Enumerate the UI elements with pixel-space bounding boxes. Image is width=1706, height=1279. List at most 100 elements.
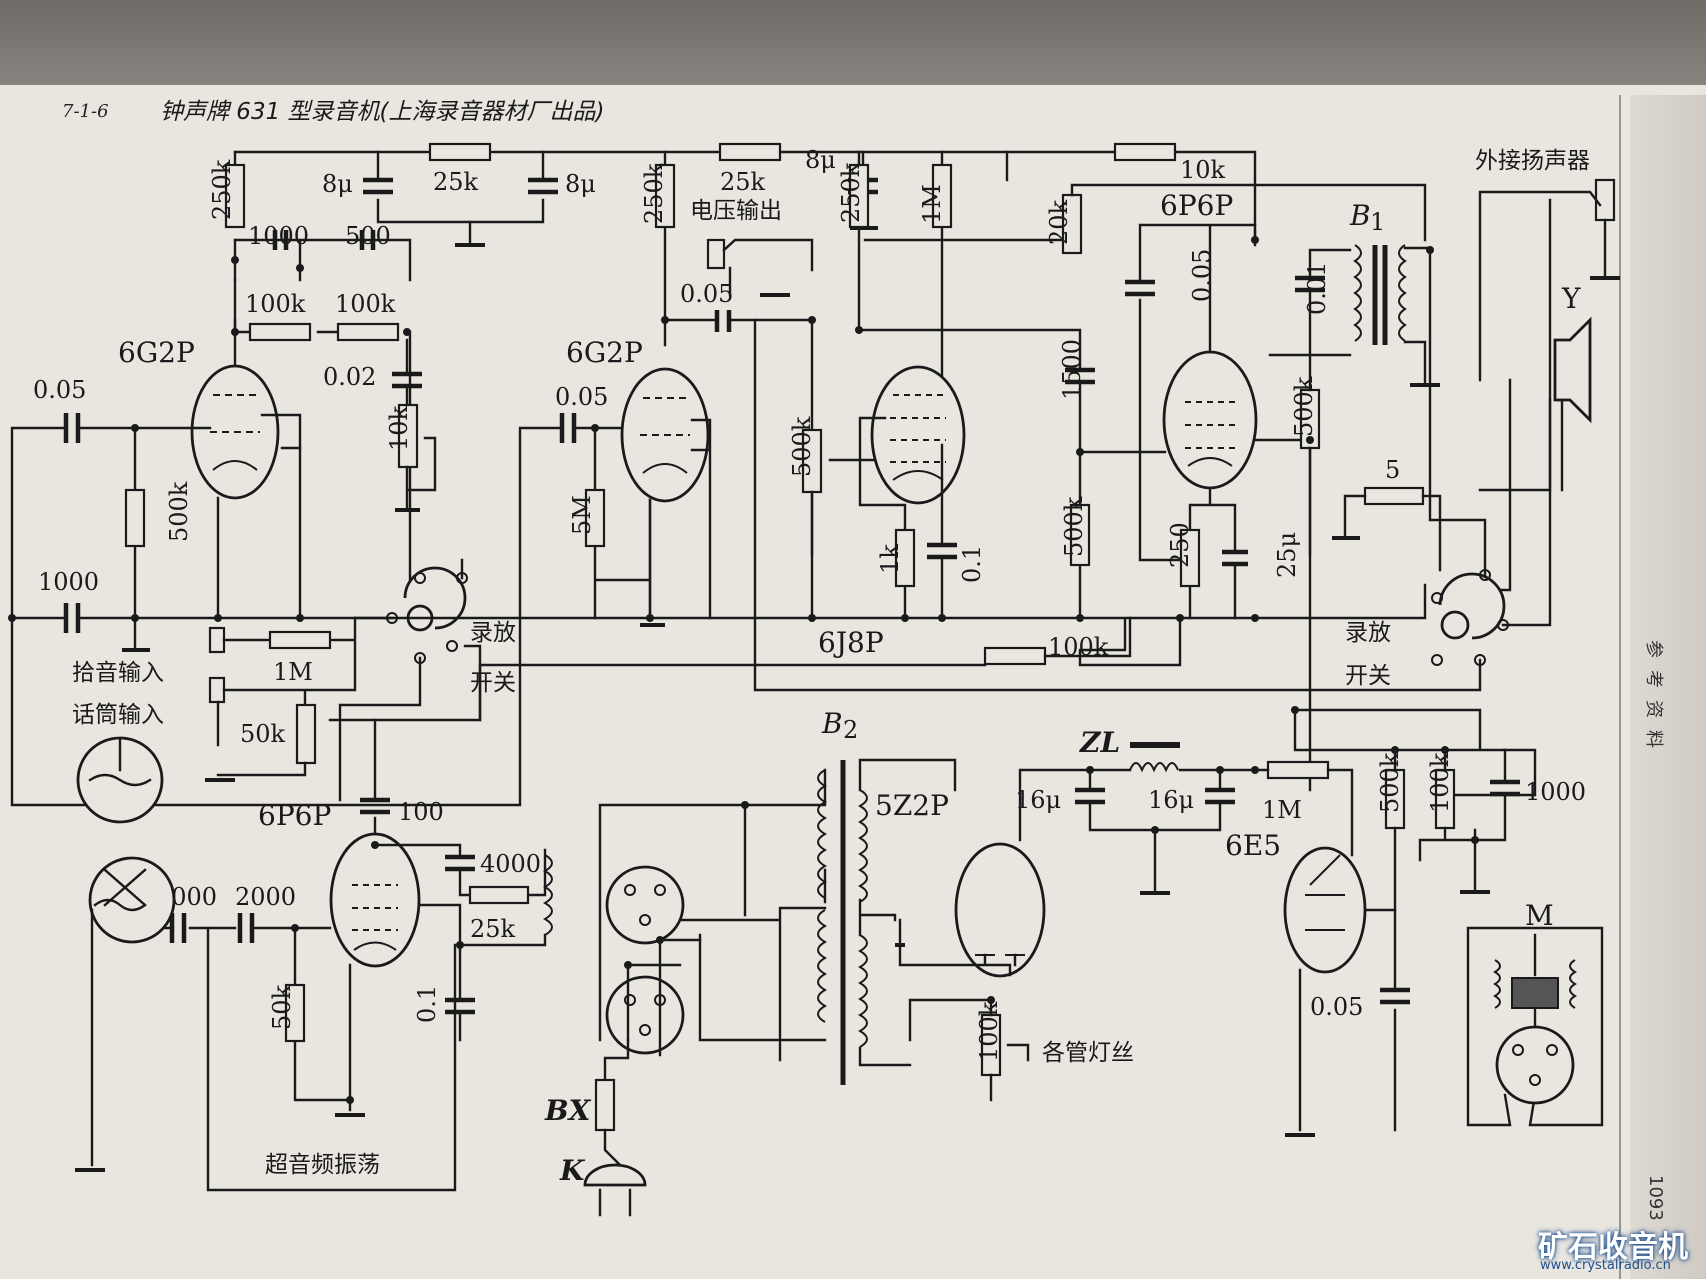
junction-dots bbox=[8, 236, 1479, 1104]
label-tube-6p6p-out: 6P6P bbox=[1160, 189, 1233, 222]
resistor-5m bbox=[584, 488, 606, 548]
page-number: 1093 bbox=[1645, 1175, 1666, 1221]
resistor-1m-c bbox=[1266, 760, 1330, 780]
jack-voltage-out bbox=[706, 238, 726, 270]
tube-6j8p bbox=[870, 365, 966, 505]
socket-bottom bbox=[605, 975, 685, 1055]
cap-4000 bbox=[445, 854, 475, 872]
label-5: 5 bbox=[1385, 456, 1400, 484]
label-1000-c: 1000 bbox=[1525, 778, 1586, 806]
cap-005-d bbox=[1125, 279, 1155, 297]
label-16u-b: 16μ bbox=[1148, 786, 1194, 814]
resistor-250k-a bbox=[224, 163, 246, 229]
resistor-25k-osc bbox=[468, 885, 530, 905]
label-1000-b: 1000 bbox=[38, 568, 99, 596]
label-rec-play-right: 录放 bbox=[1345, 620, 1391, 646]
cap-8u-left bbox=[363, 177, 393, 195]
label-25k-b: 25k bbox=[720, 168, 766, 196]
cap-1000-a bbox=[272, 230, 289, 250]
label-10k-top: 10k bbox=[1180, 156, 1226, 184]
resistor-1m-b bbox=[931, 163, 953, 229]
resistor-100k-c bbox=[983, 646, 1047, 666]
erase-head bbox=[88, 856, 176, 944]
side-text: 参考资料 bbox=[1643, 640, 1664, 760]
cap-005-b bbox=[714, 310, 732, 332]
label-500k-e: 500k bbox=[1376, 752, 1404, 813]
label-1m-b: 1M bbox=[918, 184, 946, 224]
label-25k-top: 25k bbox=[433, 168, 479, 196]
cap-005-in bbox=[63, 413, 81, 443]
resistor-500k-c bbox=[1069, 503, 1091, 567]
transformer-b1 bbox=[1353, 244, 1407, 345]
label-rec-play-left: 录放 bbox=[470, 620, 516, 646]
label-100k-d: 100k bbox=[1426, 752, 1454, 813]
resistor-50k-b bbox=[284, 983, 306, 1043]
label-250: 250 bbox=[1166, 522, 1194, 568]
cap-16u-b bbox=[1205, 787, 1235, 805]
label-1m-a: 1M bbox=[273, 658, 313, 686]
motor-rotor bbox=[1511, 977, 1559, 1009]
cap-002 bbox=[392, 371, 422, 389]
transformer-b2 bbox=[817, 760, 868, 1085]
resistor-1m-a bbox=[268, 630, 332, 650]
label-1000-a: 1000 bbox=[248, 222, 309, 250]
label-50k-a: 50k bbox=[240, 720, 286, 748]
resistor-250k-c bbox=[848, 163, 870, 229]
motor-socket bbox=[1495, 1025, 1575, 1105]
resistor-100k-a bbox=[248, 322, 312, 342]
label-8u-mid: 8μ bbox=[805, 146, 836, 174]
watermark-name: 矿石收音机 bbox=[1538, 1230, 1688, 1265]
label-005-c: 0.05 bbox=[555, 383, 608, 411]
label-1k: 1k bbox=[876, 544, 904, 574]
jack-pickup bbox=[208, 626, 226, 654]
label-1500: 1500 bbox=[1058, 339, 1086, 400]
jack-mic bbox=[208, 676, 226, 704]
label-m: M bbox=[1525, 899, 1554, 932]
resistor-250k-b bbox=[654, 163, 676, 229]
label-100k-fil: 100k bbox=[975, 1001, 1003, 1062]
label-zl: ZL bbox=[1079, 726, 1120, 759]
cap-2000-a bbox=[169, 913, 187, 943]
label-tube-6p6p-osc: 6P6P bbox=[258, 799, 331, 832]
label-tube-6e5: 6E5 bbox=[1225, 829, 1281, 862]
mains-plug bbox=[583, 1163, 647, 1187]
label-005-d: 0.05 bbox=[1188, 249, 1216, 302]
cap-005-e bbox=[1380, 987, 1410, 1005]
cap-005-c bbox=[559, 413, 577, 443]
resistor-250 bbox=[1179, 528, 1201, 588]
cap-01-b bbox=[445, 997, 475, 1015]
book-page bbox=[0, 85, 1706, 1279]
label-100: 100 bbox=[398, 798, 444, 826]
label-filaments: 各管灯丝 bbox=[1042, 1040, 1134, 1066]
label-01-a: 0.1 bbox=[958, 545, 986, 583]
label-500k-d: 500k bbox=[1290, 376, 1318, 437]
page-edge bbox=[1630, 95, 1706, 1279]
tube-6p6p-out bbox=[1162, 350, 1258, 490]
label-500k-a: 500k bbox=[165, 481, 193, 542]
tube-5z2p bbox=[954, 842, 1046, 978]
cap-16u-a bbox=[1075, 787, 1105, 805]
cap-01-a bbox=[927, 542, 957, 560]
label-50k-b: 50k bbox=[268, 984, 296, 1030]
label-tube-6g2p-2: 6G2P bbox=[566, 336, 643, 369]
label-k: K bbox=[559, 1154, 586, 1187]
diagram-code: 7-1-6 bbox=[62, 101, 109, 122]
cap-100 bbox=[360, 797, 390, 815]
label-b1-sub: 1 bbox=[1370, 208, 1385, 236]
label-4000: 4000 bbox=[480, 850, 541, 878]
label-5m: 5M bbox=[568, 495, 596, 535]
label-001: 0.01 bbox=[1303, 262, 1331, 315]
label-500k-b: 500k bbox=[788, 416, 816, 477]
label-250k-c: 250k bbox=[837, 162, 865, 223]
resistor-25k-top bbox=[428, 142, 492, 162]
label-005-a: 0.05 bbox=[33, 376, 86, 404]
label-10k: 10k bbox=[385, 405, 413, 451]
choke-zl bbox=[1129, 742, 1180, 773]
cap-1000-c bbox=[1490, 779, 1520, 797]
label-tube-6g2p-1: 6G2P bbox=[118, 336, 195, 369]
watermark-url: www.crystalradio.cn bbox=[1540, 1258, 1671, 1273]
label-ext-speaker: 外接扬声器 bbox=[1475, 148, 1590, 174]
label-tube-6j8p: 6J8P bbox=[818, 626, 884, 659]
label-8u-right: 8μ bbox=[565, 170, 596, 198]
